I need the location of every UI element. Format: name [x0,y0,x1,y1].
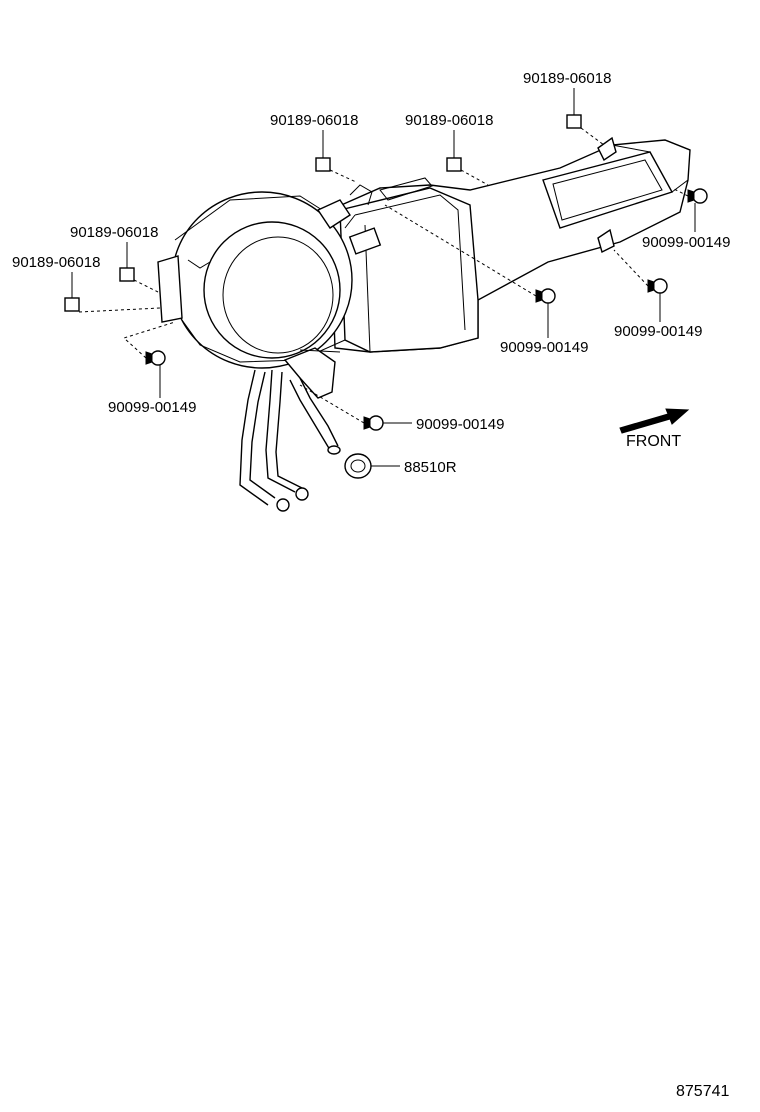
front-label: FRONT [626,433,681,450]
bolt-icon [647,278,668,294]
bolt-icon [687,188,708,204]
case-clip [348,227,382,255]
grommet-icon [344,453,372,479]
callout-label: 90099-00149 [500,339,588,356]
clip-nut-icon [315,157,331,172]
callout-label: 90099-00149 [642,234,730,251]
front-arrow-icon [619,408,690,434]
callout-label: 90189-06018 [70,224,158,241]
blower-side-bracket [157,255,183,323]
pipe-fitting-2 [295,487,309,501]
leader-lines [71,88,696,467]
callout-label: 90099-00149 [108,399,196,416]
dashed-lines [78,127,689,424]
bolt-icon [363,415,384,431]
bolt-icon [535,288,556,304]
figure-number: 875741 [676,1083,730,1100]
callout-label: 90099-00149 [416,416,504,433]
callout-label: 90189-06018 [523,70,611,87]
bolt-parts [145,188,708,431]
callout-label: 90099-00149 [614,323,702,340]
clip-nut-icon [446,157,462,172]
callout-label: 88510R [404,459,457,476]
clip-nut-icon [119,267,135,282]
callout-label: 90189-06018 [405,112,493,129]
duct-bracket-upper [597,136,617,162]
callout-label: 90189-06018 [12,254,100,271]
grommet-part [344,453,372,479]
duct-bracket-lower [597,228,615,254]
clip-nut-icon [566,114,582,129]
ac-unit-housing [157,136,691,399]
part-labels: 90189-06018 90189-06018 90189-06018 9018… [12,70,730,476]
refrigerant-pipes [239,369,341,512]
callout-label: 90189-06018 [270,112,358,129]
clip-nut-icon [64,297,80,312]
clip-nut-parts [64,114,582,312]
bolt-icon [145,350,166,366]
pipe-fitting-1 [276,498,290,512]
